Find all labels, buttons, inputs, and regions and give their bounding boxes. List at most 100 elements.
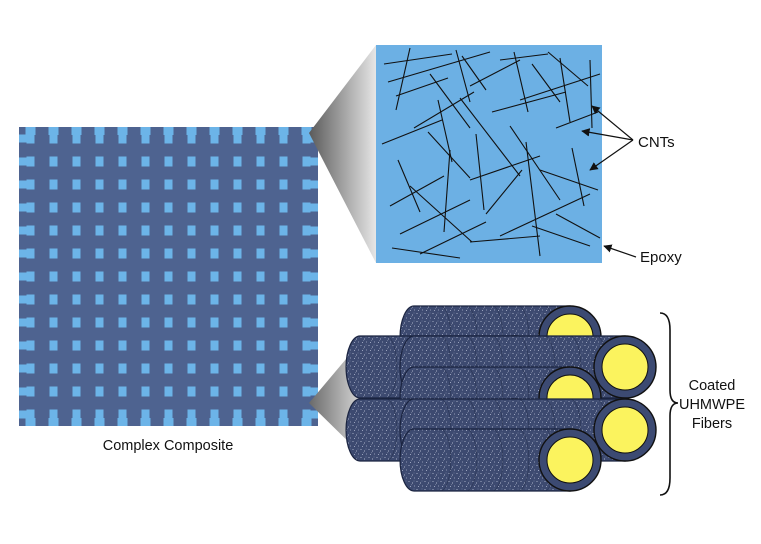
weave-cell xyxy=(72,133,81,144)
weave-edge-cell xyxy=(48,127,59,135)
weave-cell xyxy=(256,156,265,167)
uhmwpe-fiber-bundle xyxy=(345,305,657,492)
weave-cell xyxy=(210,409,219,420)
weave-edge-cell xyxy=(310,226,318,235)
weave-edge-cell xyxy=(209,418,220,426)
weave-edge-cell xyxy=(19,272,27,281)
weave-cell xyxy=(256,248,265,259)
cnt-line xyxy=(571,147,585,207)
weave-cell xyxy=(49,202,58,213)
weave-cell xyxy=(118,271,127,282)
weave-cell xyxy=(118,225,127,236)
weave-cell xyxy=(256,179,265,190)
cnt-line xyxy=(539,169,599,191)
cnt-line xyxy=(397,159,421,213)
cnt-line xyxy=(525,141,541,257)
cnt-line xyxy=(461,55,487,91)
weave-cell xyxy=(187,133,196,144)
weave-cell xyxy=(233,202,242,213)
weave-edge-cell xyxy=(19,249,27,258)
weave-cell xyxy=(118,409,127,420)
weave-cell xyxy=(187,271,196,282)
cnt-line xyxy=(383,53,453,65)
weave-cell xyxy=(141,294,150,305)
weave-cell xyxy=(49,386,58,397)
weave-edge-cell xyxy=(310,341,318,350)
weave-cell xyxy=(26,409,35,420)
weave-cell xyxy=(279,271,288,282)
weave-cell xyxy=(95,340,104,351)
weave-edge-cell xyxy=(310,180,318,189)
cnt-line xyxy=(409,185,473,243)
weave-cell xyxy=(302,363,311,374)
weave-cell xyxy=(95,409,104,420)
weave-cell xyxy=(72,271,81,282)
weave-cell xyxy=(279,133,288,144)
weave-cell xyxy=(210,225,219,236)
weave-cell xyxy=(49,340,58,351)
cnt-line xyxy=(531,63,561,103)
cnt-line xyxy=(559,57,571,123)
cnt-line xyxy=(555,111,599,129)
weave-cell xyxy=(141,271,150,282)
weave-edge-cell xyxy=(19,203,27,212)
weave-edge-cell xyxy=(19,295,27,304)
weave-edge-cell xyxy=(310,364,318,373)
weave-cell xyxy=(279,386,288,397)
weave-cell xyxy=(256,133,265,144)
weave-cell xyxy=(141,156,150,167)
weave-cell xyxy=(279,409,288,420)
weave-cell xyxy=(210,340,219,351)
cnt-line xyxy=(429,73,471,129)
weave-edge-cell xyxy=(278,418,289,426)
weave-cell xyxy=(164,317,173,328)
weave-cell xyxy=(164,363,173,374)
cnt-line xyxy=(499,193,591,237)
cnt-line xyxy=(509,125,561,201)
weave-edge-cell xyxy=(25,418,36,426)
weave-cell xyxy=(187,294,196,305)
weave-cell xyxy=(72,340,81,351)
cnt-line xyxy=(485,169,523,215)
weave-cell xyxy=(302,386,311,397)
arrow-icon xyxy=(581,128,634,141)
weave-cell xyxy=(26,133,35,144)
weave-cell xyxy=(26,363,35,374)
weave-cell xyxy=(141,340,150,351)
weave-cell xyxy=(72,179,81,190)
weave-cell xyxy=(279,225,288,236)
weave-cell xyxy=(187,156,196,167)
fibers-label-line2: UHMWPE xyxy=(679,397,745,413)
weave-cell xyxy=(49,248,58,259)
weave-cell xyxy=(164,133,173,144)
weave-edge-cell xyxy=(19,180,27,189)
weave-edge-cell xyxy=(19,341,27,350)
weave-cell xyxy=(279,179,288,190)
weave-cell xyxy=(164,156,173,167)
weave-cell xyxy=(164,248,173,259)
fibers-label-line1: Coated xyxy=(689,378,736,394)
cnt-line xyxy=(455,49,471,103)
fiber-core xyxy=(601,343,649,391)
weave-cell xyxy=(118,202,127,213)
weave-cell xyxy=(302,409,311,420)
weave-cell xyxy=(95,133,104,144)
weave-edge-cell xyxy=(232,418,243,426)
weave-cell xyxy=(256,294,265,305)
cnt-line xyxy=(427,131,471,179)
weave-cell xyxy=(141,386,150,397)
weave-cell xyxy=(256,271,265,282)
weave-edge-cell xyxy=(140,127,151,135)
weave-edge-cell xyxy=(255,418,266,426)
weave-cell xyxy=(233,340,242,351)
weave-cell xyxy=(164,271,173,282)
weave-edge-cell xyxy=(278,127,289,135)
weave-cell xyxy=(118,133,127,144)
weave-cell xyxy=(233,386,242,397)
weave-cell xyxy=(49,294,58,305)
weave-cell xyxy=(187,179,196,190)
weave-cell xyxy=(233,179,242,190)
weave-cell xyxy=(187,248,196,259)
weave-cell xyxy=(279,248,288,259)
